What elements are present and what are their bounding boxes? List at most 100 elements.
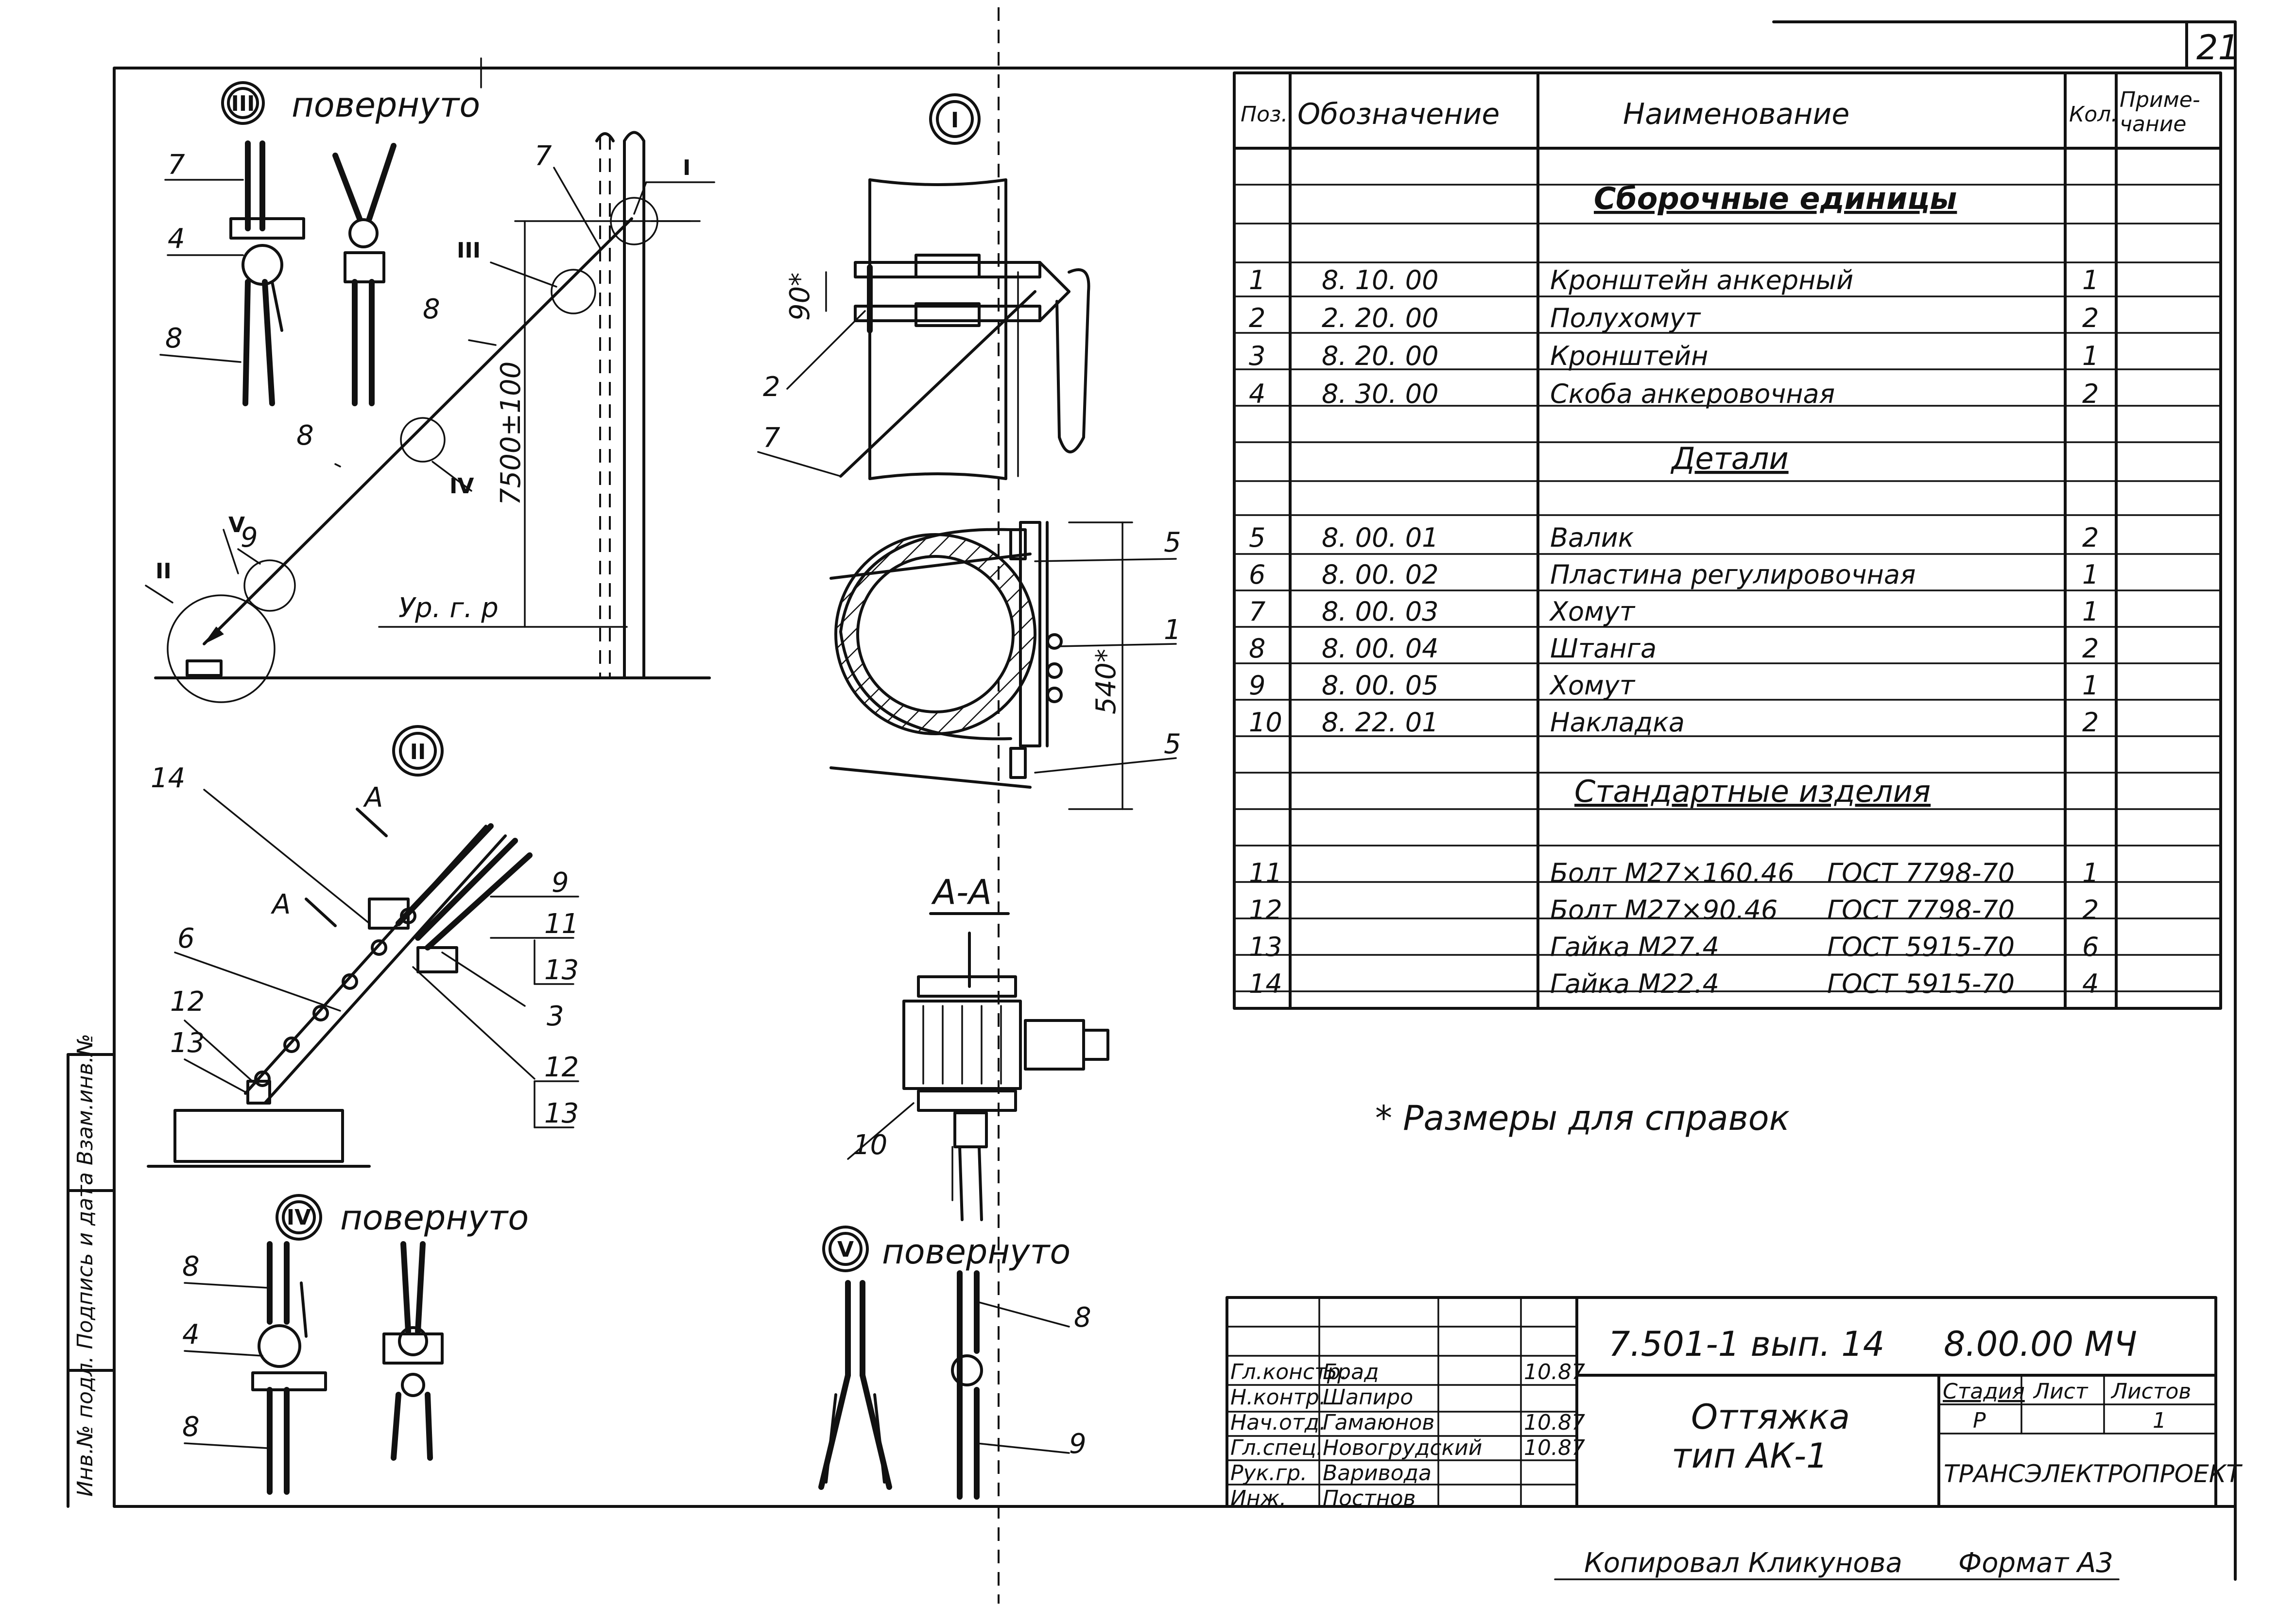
roman-V-gen: V: [228, 513, 245, 537]
table-cell-name: Валик: [1550, 522, 1634, 553]
table-cell-designation: 8. 20. 00: [1322, 341, 1438, 371]
callout-9-a: 9: [241, 522, 258, 553]
table-cell-qty: 2: [2082, 522, 2099, 553]
spec-table-body: 1 8. 10. 00 Кронштейн анкерный 1 2 2. 20. 00 П…: [1249, 265, 2099, 999]
callout-7-c: 7: [763, 422, 780, 454]
table-cell-qty: 2: [2082, 707, 2099, 738]
table-cell-pos: 3: [1249, 341, 1265, 371]
callout-13-b: 13: [544, 954, 579, 986]
stage-label: Стадия: [1943, 1379, 2025, 1404]
table-cell-pos: 6: [1249, 559, 1265, 590]
callout-8-d: 8: [182, 1251, 200, 1282]
spec-table-grid: [1233, 71, 2222, 1010]
signer-role: Гл.констр.: [1230, 1360, 1347, 1384]
callout-2-a: 2: [763, 371, 780, 403]
table-cell-designation: 8. 22. 01: [1322, 707, 1438, 738]
table-cell-pos: 2: [1249, 303, 1265, 333]
table-cell-qty: 2: [2082, 895, 2099, 925]
table-cell-name: Штанга: [1550, 633, 1657, 664]
table-cell-name: Пластина регулировочная: [1550, 559, 1916, 590]
sheet-label: Лист: [2033, 1379, 2089, 1404]
table-cell-name: Гайка М22.4: [1550, 968, 1719, 999]
table-cell-qty: 2: [2082, 379, 2099, 409]
signer-role: Инж.: [1230, 1486, 1286, 1511]
callout-10-a: 10: [853, 1129, 887, 1161]
roman-IV-gen: IV: [449, 474, 474, 499]
header-name: Наименование: [1623, 97, 1849, 131]
table-cell-pos: 1: [1249, 265, 1265, 295]
copied-by: Копировал Кликунова: [1584, 1547, 1902, 1579]
callout-9-b: 9: [552, 867, 569, 899]
section-standard: Стандартные изделия: [1574, 774, 1931, 809]
section-letter-top: А: [363, 782, 383, 813]
organization: ТРАНСЭЛЕКТРОПРОЕКТ: [1944, 1460, 2243, 1488]
table-cell-designation: 8. 00. 03: [1322, 596, 1438, 627]
signer-role: Н.контр.: [1230, 1385, 1326, 1410]
plan-view: [829, 521, 1177, 810]
sheet-frame: [67, 7, 2237, 1604]
view-iv-roman: IV: [287, 1205, 311, 1230]
table-cell-gost: ГОСТ 5915-70: [1827, 968, 2015, 999]
header-note-2: чание: [2120, 112, 2186, 137]
callout-1-a: 1: [1164, 614, 1181, 646]
table-cell-designation: 2. 20. 00: [1322, 303, 1438, 333]
table-cell-qty: 4: [2082, 968, 2099, 999]
table-cell-name: Кронштейн анкерный: [1550, 265, 1853, 295]
view-ii-detail: II: [147, 725, 579, 1168]
table-cell-qty: 1: [2082, 858, 2099, 888]
header-qty: Кол.: [2069, 102, 2118, 127]
header-note-1: Приме-: [2120, 87, 2200, 112]
callout-9-c: 9: [1069, 1428, 1087, 1460]
callout-4-b: 4: [182, 1319, 200, 1350]
callout-14-a: 14: [151, 762, 185, 794]
table-cell-qty: 2: [2082, 633, 2099, 664]
callout-8-a: 8: [165, 323, 183, 354]
table-cell-pos: 11: [1249, 858, 1282, 888]
callout-6-a: 6: [177, 923, 195, 954]
table-cell-name: Кронштейн: [1550, 341, 1708, 371]
table-cell-pos: 9: [1249, 670, 1265, 701]
table-cell-pos: 14: [1249, 968, 1282, 999]
view-i-roman: I: [951, 108, 959, 133]
callout-4-a: 4: [168, 223, 185, 255]
table-cell-name: Хомут: [1549, 596, 1636, 627]
table-cell-designation: 8. 10. 00: [1322, 265, 1438, 295]
signer-name: Варивода: [1323, 1461, 1432, 1486]
table-cell-gost: ГОСТ 7798-70: [1827, 895, 2015, 925]
stage-value: Р: [1973, 1408, 1986, 1433]
side-stamp: Инв.№ подл. Подпись и дата Взам.инв.№: [73, 1034, 98, 1497]
callout-8-c: 8: [296, 420, 314, 451]
callout-3-a: 3: [547, 1001, 564, 1032]
doc-number: 8.00.00 МЧ: [1944, 1324, 2137, 1364]
table-cell-designation: 8. 00. 05: [1322, 670, 1438, 701]
section-aa-title: А-А: [931, 872, 992, 912]
signer-name: Брад: [1323, 1360, 1379, 1384]
sheets-value: 1: [2153, 1408, 2166, 1433]
general-view: [145, 131, 715, 703]
title-block-grid: [1226, 1296, 2217, 1508]
dim-90: 90*: [784, 273, 816, 321]
view-v-roman: V: [837, 1237, 854, 1262]
callout-12-a: 12: [170, 986, 205, 1018]
signer-name: Шапиро: [1323, 1385, 1413, 1410]
table-cell-pos: 7: [1249, 596, 1265, 627]
view-i-detail: I: [757, 93, 1090, 480]
footnote: * Размеры для справок: [1375, 1098, 1790, 1138]
doc-title-1: Оттяжка: [1691, 1397, 1850, 1437]
roman-III-gen: III: [457, 238, 481, 263]
table-cell-pos: 8: [1249, 633, 1265, 664]
dim-height: 7500±100: [495, 362, 527, 505]
table-cell-qty: 6: [2082, 932, 2099, 962]
table-cell-designation: 8. 00. 02: [1322, 559, 1438, 590]
table-cell-pos: 4: [1249, 379, 1265, 409]
signer-role: Рук.гр.: [1230, 1461, 1307, 1486]
table-cell-qty: 1: [2082, 596, 2099, 627]
section-details: Детали: [1670, 441, 1789, 476]
table-cell-gost: ГОСТ 7798-70: [1827, 858, 2015, 888]
callout-8-e: 8: [182, 1411, 200, 1443]
table-cell-name: Болт М27×90.46: [1550, 895, 1778, 925]
signer-date: 10.87: [1524, 1435, 1585, 1460]
table-cell-name: Полухомут: [1550, 303, 1701, 333]
view-iii-caption: повернуто: [292, 85, 480, 125]
table-cell-pos: 13: [1249, 932, 1282, 962]
